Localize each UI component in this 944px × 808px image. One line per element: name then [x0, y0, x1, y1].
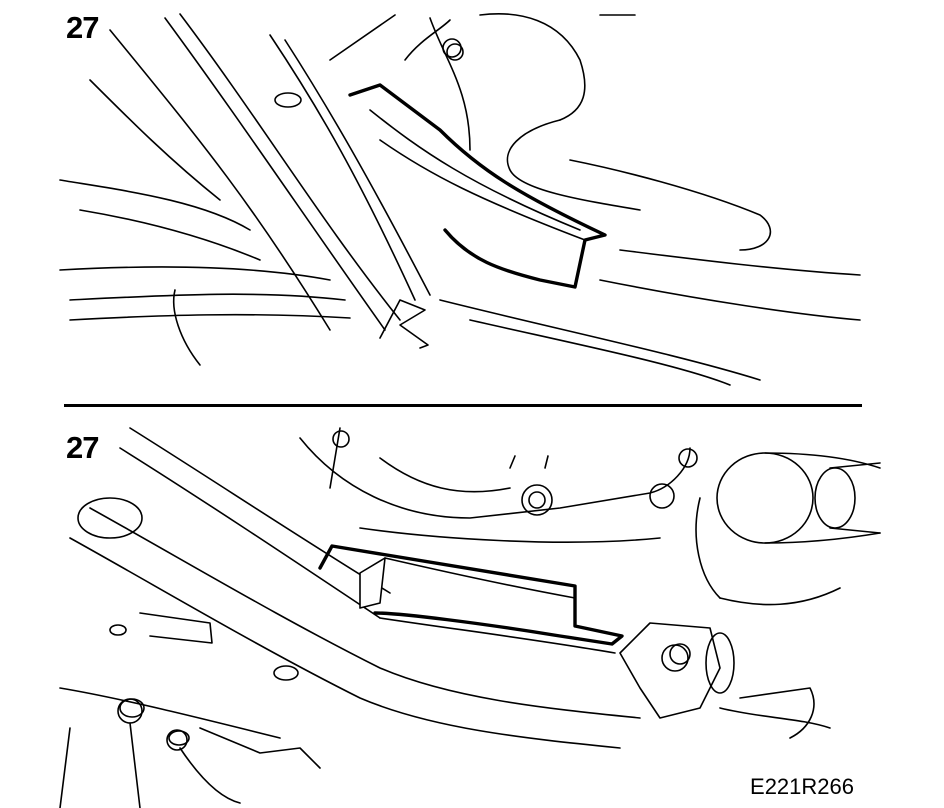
top-illustration — [59, 13, 861, 386]
panel-divider — [64, 404, 862, 407]
top-panel: 27 — [0, 0, 944, 400]
bottom-step-number: 27 — [66, 430, 99, 465]
figure-reference: E221R266 — [750, 774, 854, 799]
bottom-panel: 27 — [0, 408, 944, 808]
top-step-number: 27 — [66, 10, 99, 45]
bottom-illustration — [59, 427, 881, 808]
